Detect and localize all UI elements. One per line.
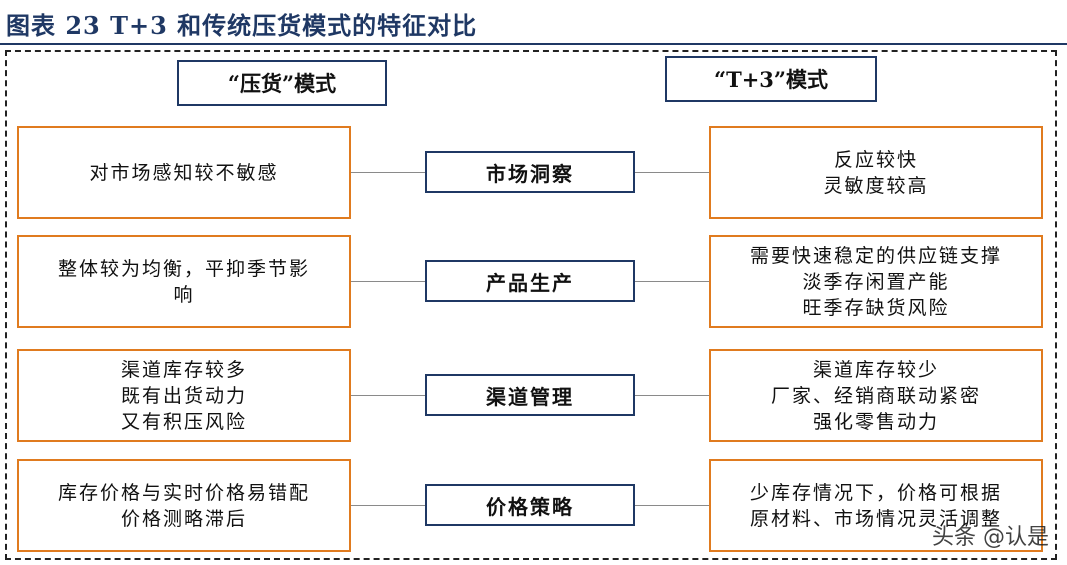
category-market-insight: 市场洞察 — [425, 151, 635, 193]
connector-right-2 — [635, 281, 710, 282]
left-box-1: 对市场感知较不敏感 — [17, 126, 351, 219]
connector-left-2 — [350, 281, 425, 282]
right-box-1-line: 灵敏度较高 — [823, 174, 929, 197]
connector-left-4 — [350, 505, 425, 506]
left-box-2-line: 整体较为均衡，平抑季节影 — [57, 257, 310, 280]
left-box-4: 库存价格与实时价格易错配 价格测略滞后 — [17, 459, 351, 552]
right-box-2-line: 淡季存闲置产能 — [802, 270, 950, 293]
right-box-3-line: 厂家、经销商联动紧密 — [770, 384, 981, 407]
category-pricing-strategy: 价格策略 — [425, 484, 635, 526]
dashed-frame — [5, 50, 1057, 560]
right-box-4: 少库存情况下，价格可根据 原材料、市场情况灵活调整 — [709, 459, 1043, 552]
left-box-2-line: 响 — [173, 283, 195, 306]
category-channel-management: 渠道管理 — [425, 374, 635, 416]
left-box-3-line: 既有出货动力 — [120, 384, 247, 407]
right-mode-header: “T+3”模式 — [665, 56, 877, 102]
connector-right-3 — [635, 395, 710, 396]
left-mode-header: “压货”模式 — [177, 60, 387, 106]
right-box-3-line: 强化零售动力 — [812, 410, 939, 433]
connector-right-1 — [635, 172, 710, 173]
right-box-4-line: 原材料、市场情况灵活调整 — [749, 507, 1002, 530]
right-box-2: 需要快速稳定的供应链支撑 淡季存闲置产能 旺季存缺货风险 — [709, 235, 1043, 328]
left-box-4-line: 价格测略滞后 — [120, 507, 247, 530]
right-box-3-line: 渠道库存较少 — [812, 358, 939, 381]
right-box-4-line: 少库存情况下，价格可根据 — [749, 481, 1002, 504]
connector-left-1 — [350, 172, 425, 173]
right-box-1: 反应较快 灵敏度较高 — [709, 126, 1043, 219]
connector-left-3 — [350, 395, 425, 396]
right-box-2-line: 旺季存缺货风险 — [802, 296, 950, 319]
title-underline — [0, 43, 1067, 45]
category-product-production: 产品生产 — [425, 260, 635, 302]
left-box-4-line: 库存价格与实时价格易错配 — [57, 481, 310, 504]
left-box-3-line: 又有积压风险 — [120, 410, 247, 433]
left-box-1-line: 对市场感知较不敏感 — [89, 161, 279, 184]
left-box-2: 整体较为均衡，平抑季节影 响 — [17, 235, 351, 328]
right-box-2-line: 需要快速稳定的供应链支撑 — [749, 244, 1002, 267]
right-box-3: 渠道库存较少 厂家、经销商联动紧密 强化零售动力 — [709, 349, 1043, 442]
figure-title: 图表 23 T+3 和传统压货模式的特征对比 — [6, 11, 478, 40]
left-box-3-line: 渠道库存较多 — [120, 358, 247, 381]
watermark: 头条 @认是 — [932, 525, 1049, 550]
right-box-1-line: 反应较快 — [833, 148, 918, 171]
left-box-3: 渠道库存较多 既有出货动力 又有积压风险 — [17, 349, 351, 442]
connector-right-4 — [635, 505, 710, 506]
